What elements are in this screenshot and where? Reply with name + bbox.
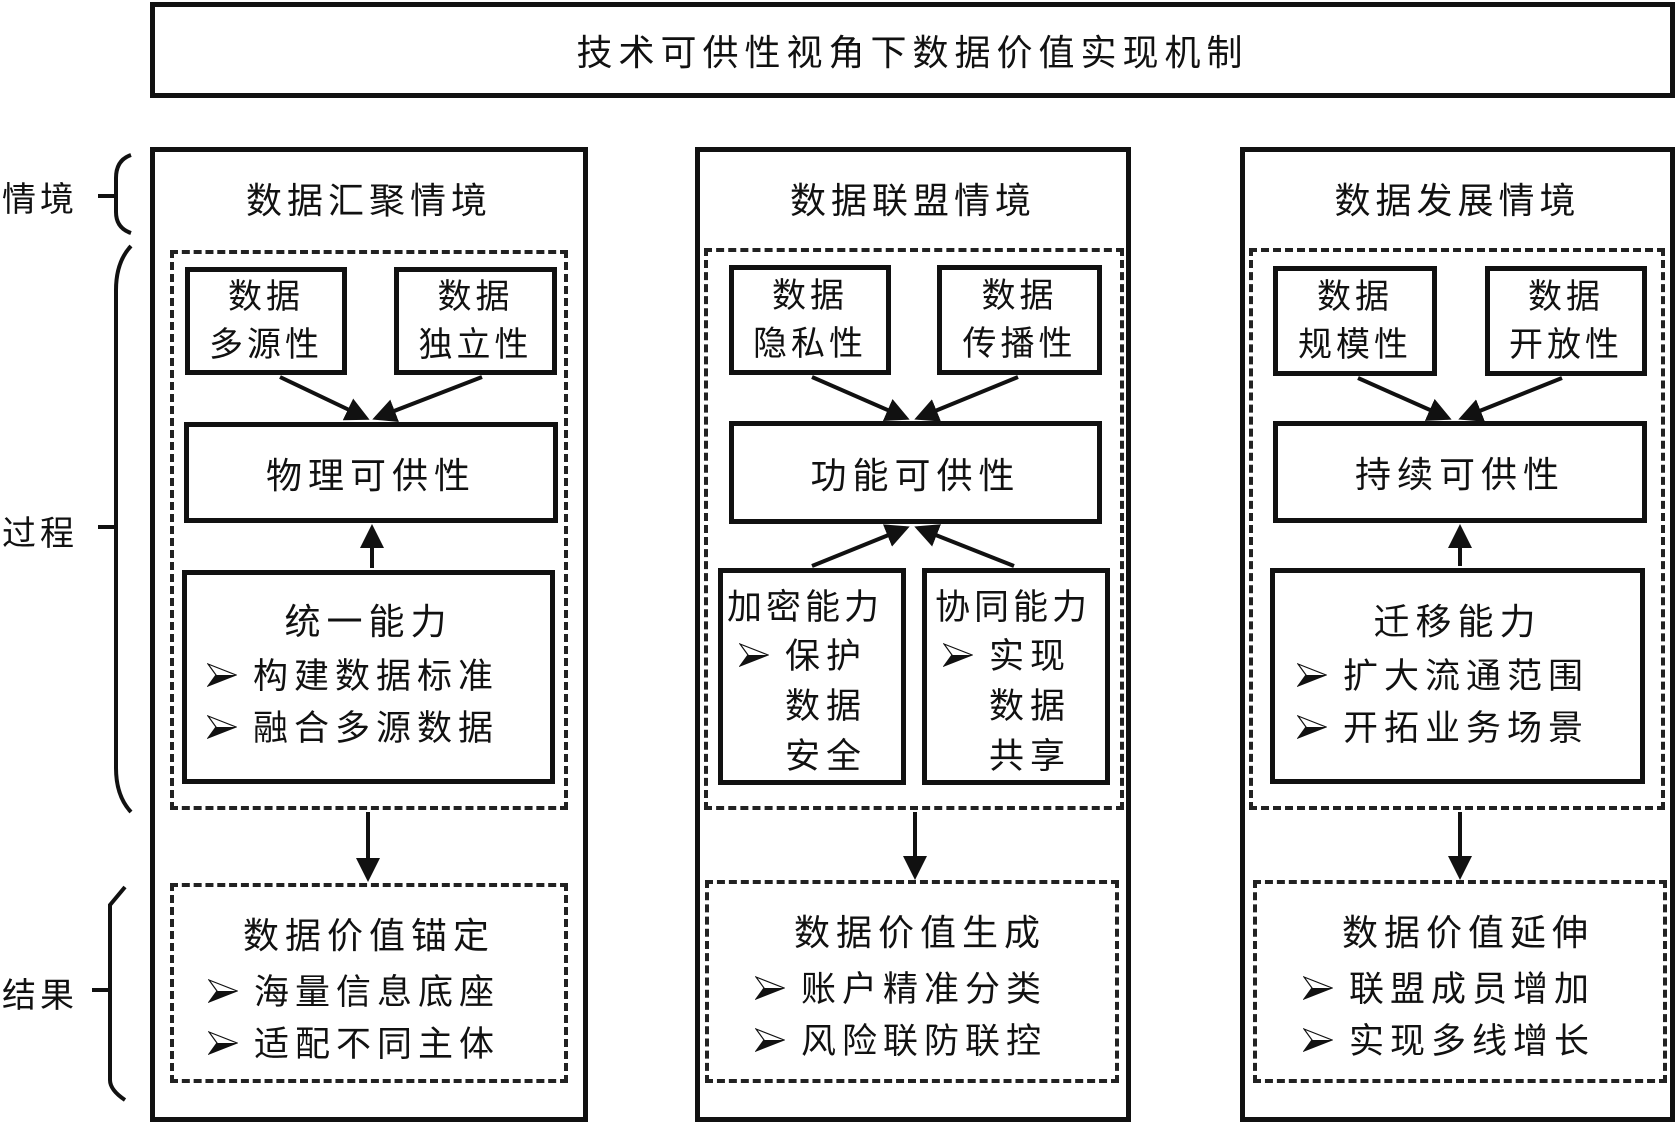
capability-box: 迁移能力 扩大流通范围 开拓业务场景 [1270, 568, 1645, 784]
bullet-item: 开拓业务场景 [1296, 703, 1640, 755]
capability-title: 迁移能力 [1373, 602, 1542, 643]
bullet-item: 保护 [738, 632, 901, 682]
bullet-item: 构建数据标准 [206, 651, 550, 703]
affordance-box: 持续可供性 [1273, 421, 1647, 523]
arrowhead-bullet-icon [206, 651, 238, 703]
bracket-result [108, 885, 127, 1102]
column-context-title: 数据汇聚情境 [245, 181, 492, 222]
capability-title: 加密能力 [727, 588, 884, 628]
process-dashed-box [1249, 248, 1665, 810]
bullet-continuation: 安全 [785, 737, 868, 777]
feature-line2: 多源性 [209, 325, 323, 365]
arrowhead-bullet-icon [1296, 651, 1328, 703]
bullet-item: 风险联防联控 [754, 1016, 1115, 1068]
arrowhead-bullet-icon [754, 1016, 786, 1068]
bullet-item: 适配不同主体 [207, 1019, 564, 1071]
result-title: 数据价值锚定 [242, 916, 495, 957]
bullet-continuation: 数据 [989, 687, 1072, 727]
feature-line1: 数据 [437, 277, 514, 317]
diagram-title: 技术可供性视角下数据价值实现机制 [576, 33, 1249, 74]
result-dashed-box: 数据价值延伸 联盟成员增加 实现多线增长 [1253, 880, 1667, 1083]
column-context-title: 数据发展情境 [1334, 181, 1581, 222]
side-label-context: 情境 [2, 180, 78, 220]
arrowhead-bullet-icon [207, 967, 239, 1019]
feature-box: 数据 规模性 [1273, 266, 1437, 376]
arrowhead-bullet-icon [942, 632, 974, 682]
bullet-item: 账户精准分类 [754, 964, 1115, 1016]
diagram-title-box: 技术可供性视角下数据价值实现机制 [150, 2, 1675, 98]
arrowhead-bullet-icon [1302, 964, 1334, 1016]
feature-box: 数据 独立性 [394, 267, 557, 375]
feature-line1: 数据 [1317, 277, 1393, 317]
feature-line1: 数据 [228, 277, 304, 317]
process-dashed-box [704, 248, 1124, 810]
feature-line2: 规模性 [1298, 325, 1412, 365]
capability-box: 协同能力 实现 数据 共享 [922, 568, 1110, 785]
feature-box: 数据 开放性 [1485, 266, 1647, 376]
feature-line1: 数据 [772, 276, 848, 316]
bullet-item: 联盟成员增加 [1302, 964, 1663, 1016]
arrowhead-bullet-icon [754, 964, 786, 1016]
bullet-item: 实现 [942, 632, 1105, 682]
bullet-item: 海量信息底座 [207, 967, 564, 1019]
affordance-box: 物理可供性 [184, 422, 558, 523]
bullet-item: 扩大流通范围 [1296, 651, 1640, 703]
arrowhead-bullet-icon [207, 1019, 239, 1071]
capability-title: 统一能力 [284, 602, 453, 643]
bullet-continuation: 共享 [989, 737, 1072, 777]
affordance-label: 持续可供性 [1354, 455, 1565, 496]
capability-title: 协同能力 [935, 588, 1092, 628]
feature-line1: 数据 [1528, 277, 1604, 317]
feature-line1: 数据 [981, 276, 1058, 316]
feature-line2: 传播性 [962, 324, 1077, 364]
affordance-box: 功能可供性 [729, 421, 1102, 524]
result-dashed-box: 数据价值锚定 海量信息底座 适配不同主体 [170, 883, 568, 1083]
feature-box: 数据 多源性 [185, 267, 347, 375]
result-title: 数据价值生成 [793, 913, 1046, 954]
arrowhead-bullet-icon [1296, 703, 1328, 755]
arrowhead-bullet-icon [206, 703, 238, 755]
bracket-process [114, 244, 133, 814]
feature-line2: 独立性 [418, 325, 533, 365]
arrowhead-bullet-icon [1302, 1016, 1334, 1068]
process-dashed-box [170, 250, 568, 810]
capability-box: 统一能力 构建数据标准 融合多源数据 [182, 570, 555, 784]
result-title: 数据价值延伸 [1341, 913, 1594, 954]
column-context-title: 数据联盟情境 [789, 181, 1036, 222]
bracket-context [114, 153, 132, 235]
affordance-label: 物理可供性 [265, 455, 476, 497]
capability-box: 加密能力 保护 数据 安全 [718, 568, 906, 785]
feature-line2: 开放性 [1509, 325, 1623, 365]
side-label-result: 结果 [2, 976, 78, 1016]
result-dashed-box: 数据价值生成 账户精准分类 风险联防联控 [705, 880, 1119, 1083]
side-label-process: 过程 [2, 514, 78, 554]
affordance-label: 功能可供性 [810, 455, 1021, 497]
feature-box: 数据 传播性 [937, 265, 1102, 375]
bullet-item: 实现多线增长 [1302, 1016, 1663, 1068]
bullet-item: 融合多源数据 [206, 703, 550, 755]
bullet-continuation: 数据 [785, 687, 868, 727]
arrowhead-bullet-icon [738, 632, 770, 682]
feature-box: 数据 隐私性 [729, 265, 891, 375]
feature-line2: 隐私性 [753, 324, 867, 364]
